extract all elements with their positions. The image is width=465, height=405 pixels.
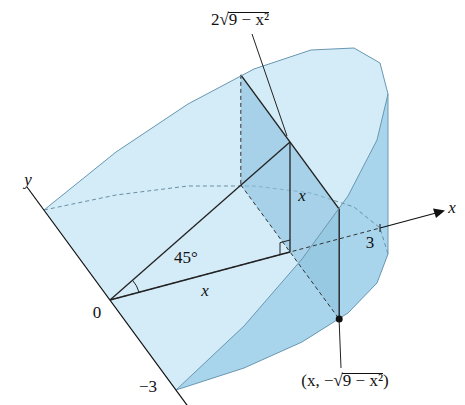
tick (380, 224, 381, 232)
leader-line (252, 34, 287, 136)
top-face (44, 48, 388, 390)
arrow-head (433, 209, 445, 219)
tick-label: 3 (366, 233, 375, 253)
section-edge (339, 209, 340, 319)
origin-label: 0 (93, 303, 102, 323)
length-label: x (201, 281, 209, 301)
solid-fill (44, 48, 388, 390)
right-angle-mark (280, 240, 290, 255)
axis-label: x (448, 198, 456, 218)
radical-overline (228, 12, 269, 13)
tick-label: −3 (139, 377, 157, 397)
silhouette-edge (388, 94, 389, 254)
y-axis (27, 187, 195, 405)
hidden-edge (240, 75, 241, 185)
top-edge (44, 48, 388, 390)
angle-arc (133, 280, 139, 292)
axis-label: y (24, 170, 32, 190)
triangle-leg (289, 142, 290, 252)
radical-overline (342, 373, 383, 374)
angle-label: 45° (174, 248, 198, 268)
x-axis (380, 213, 436, 228)
leader-line (339, 322, 341, 368)
cross-section (241, 75, 339, 319)
length-label: x (298, 186, 306, 206)
point-dot (336, 316, 343, 323)
triangle-hypotenuse (110, 142, 290, 300)
